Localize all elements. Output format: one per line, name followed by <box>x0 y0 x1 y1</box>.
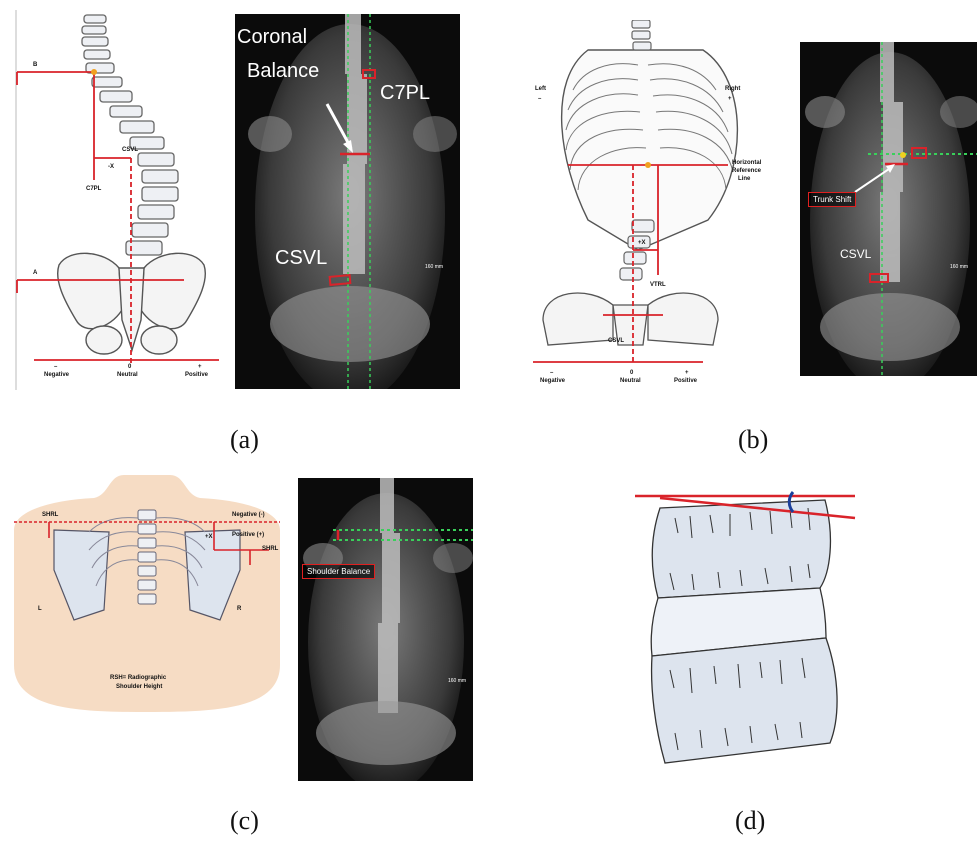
scale-positive: Positive <box>185 372 208 378</box>
label-a: A <box>33 270 37 276</box>
horizontal-ref-3: Line <box>738 176 750 182</box>
c7pl-label: C7PL <box>86 186 101 192</box>
vtrl-label: VTRL <box>650 282 666 288</box>
panel-d-vertebrae-diagram <box>630 478 860 766</box>
scale-negative-sign: – <box>54 364 57 370</box>
xray-b-image <box>800 42 977 376</box>
panel-b-xray: Trunk Shift CSVL 160 mm <box>800 42 977 376</box>
scale-neutral: Neutral <box>117 372 138 378</box>
b-scale-positive-sign: + <box>685 370 689 376</box>
csvl-label: CSVL <box>122 147 138 153</box>
trunk-shift-label: Trunk Shift <box>808 192 856 207</box>
negative-label: Negative (-) <box>232 512 265 518</box>
horizontal-ref-2: Reference <box>732 168 761 174</box>
shrl-left-label: SHRL <box>42 512 58 518</box>
right-sign: + <box>728 96 732 102</box>
rsh-label-2: Shoulder Height <box>116 684 162 690</box>
label-b: B <box>33 62 37 68</box>
panel-a-xray: Coronal Balance C7PL CSVL 160 mm <box>235 14 460 389</box>
csvl-b-xray-label: CSVL <box>840 247 871 261</box>
plus-x-c-label: +X <box>205 534 213 540</box>
panel-b-ribcage-diagram <box>528 20 768 390</box>
caption-d: (d) <box>735 806 765 836</box>
right-label: Right <box>725 86 740 92</box>
positive-label: Positive (+) <box>232 532 264 538</box>
balance-label: Balance <box>247 60 319 83</box>
caption-c: (c) <box>230 806 259 836</box>
panel-a-spine-diagram <box>14 10 224 395</box>
panel-b: Left – Right + Horizontal Reference Line… <box>520 0 977 400</box>
scale-positive-sign: + <box>198 364 202 370</box>
c7pl-xray-label: C7PL <box>380 82 430 105</box>
scale-label: 160 mm <box>425 264 443 270</box>
plus-x-label: +X <box>638 240 646 246</box>
shrl-right-label: SHRL <box>262 546 278 552</box>
scale-zero: 0 <box>128 364 131 370</box>
caption-b: (b) <box>738 425 768 455</box>
r-label: R <box>237 606 241 612</box>
rsh-label-1: RSH= Radiographic <box>110 675 166 681</box>
scale-negative: Negative <box>44 372 69 378</box>
xray-c-image <box>298 478 473 781</box>
b-scale-neutral: Neutral <box>620 378 641 384</box>
panel-c-shoulder-diagram <box>14 470 280 720</box>
left-label: Left <box>535 86 546 92</box>
panel-c-xray: Shoulder Balance 160 mm <box>298 478 473 781</box>
csvl-xray-label: CSVL <box>275 247 327 270</box>
l-label: L <box>38 606 42 612</box>
scale-b-label: 160 mm <box>950 264 968 270</box>
b-scale-negative-sign: – <box>550 370 553 376</box>
b-scale-zero: 0 <box>630 370 633 376</box>
horizontal-ref-1: Horizontal <box>732 160 761 166</box>
coronal-label: Coronal <box>237 26 307 49</box>
caption-a: (a) <box>230 425 259 455</box>
scale-c-label: 160 mm <box>448 678 466 684</box>
b-scale-negative: Negative <box>540 378 565 384</box>
minus-x-label: -X <box>108 164 114 170</box>
panel-c: SHRL Negative (-) Positive (+) +X SHRL L… <box>0 470 520 780</box>
left-sign: – <box>538 96 541 102</box>
panel-a: B A CSVL -X C7PL – Negative 0 Neutral + … <box>0 0 470 400</box>
shoulder-balance-label: Shoulder Balance <box>302 564 375 579</box>
csvl-b-label: CSVL <box>608 338 624 344</box>
b-scale-positive: Positive <box>674 378 697 384</box>
